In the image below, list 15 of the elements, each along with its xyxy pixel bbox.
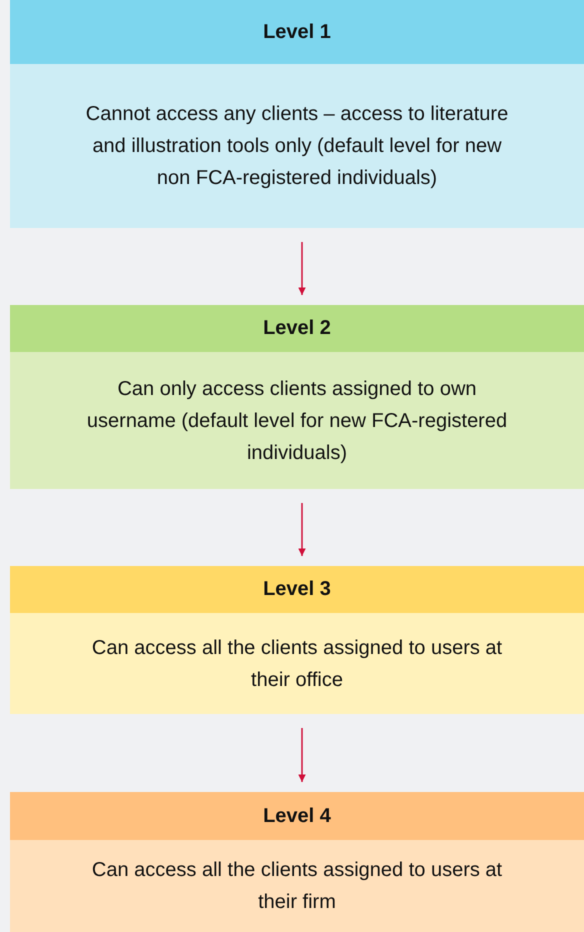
level-description: Can only access clients assigned to own username (default level for new FCA-registered individuals) [86, 376, 508, 466]
level-description: Cannot access any clients – access to literature and illustration tools only (default level for new non FCA-registered individuals) [84, 102, 510, 191]
level-heading: Level 1 [263, 20, 331, 44]
arrow [298, 242, 306, 295]
level-card [10, 792, 584, 932]
level-description: Can access all the clients assigned to users at their office [90, 636, 504, 692]
level-card [10, 566, 584, 714]
level-heading: Level 2 [263, 317, 331, 340]
arrow [298, 728, 306, 782]
level-card [10, 0, 584, 228]
level-card [10, 305, 584, 489]
level-description: Can access all the clients assigned to users at their firm [90, 858, 504, 915]
level-heading: Level 3 [263, 578, 331, 601]
level-heading: Level 4 [263, 804, 331, 828]
arrow [298, 503, 306, 556]
